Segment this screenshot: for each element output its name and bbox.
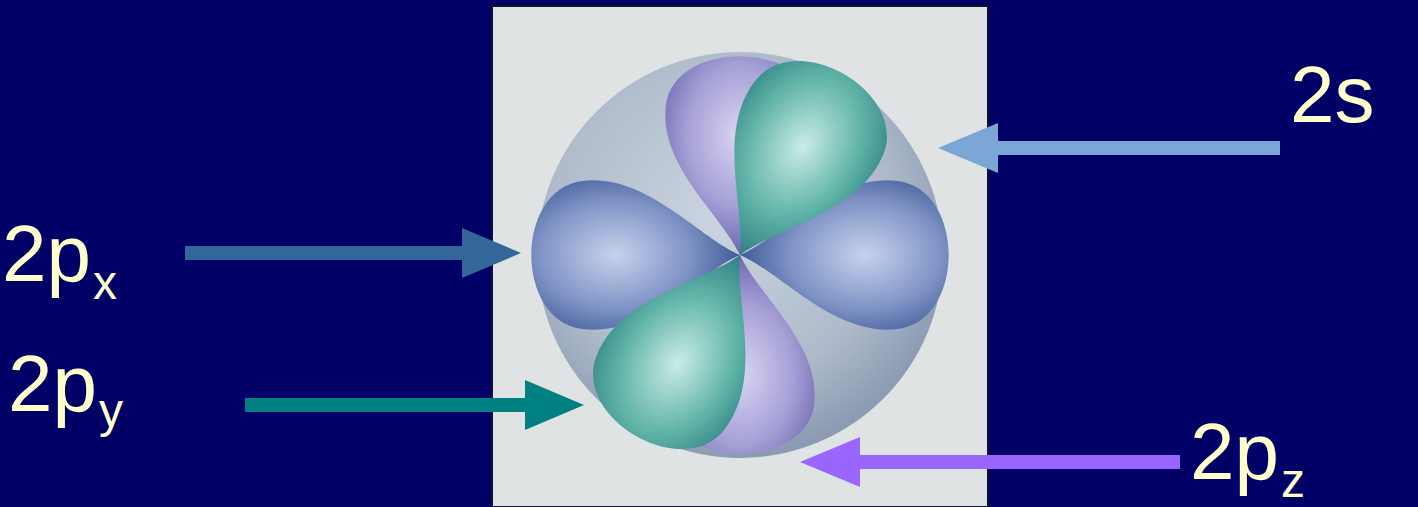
illustration-panel bbox=[492, 6, 988, 507]
orbital-label: 2p bbox=[8, 344, 97, 424]
orbital-subscript: x bbox=[93, 259, 117, 307]
orbital-label: 2s bbox=[1290, 55, 1375, 135]
orbital-label: 2p bbox=[1190, 412, 1279, 492]
orbital-subscript: y bbox=[99, 387, 123, 435]
pointer-arrow bbox=[800, 437, 1180, 487]
orbital-subscript: z bbox=[1281, 457, 1305, 505]
pointer-arrow bbox=[185, 228, 521, 278]
pointer-arrow bbox=[938, 123, 1280, 173]
orbital-label: 2p bbox=[2, 214, 91, 294]
py-orbital bbox=[571, 37, 909, 473]
pointer-arrow bbox=[245, 380, 584, 430]
